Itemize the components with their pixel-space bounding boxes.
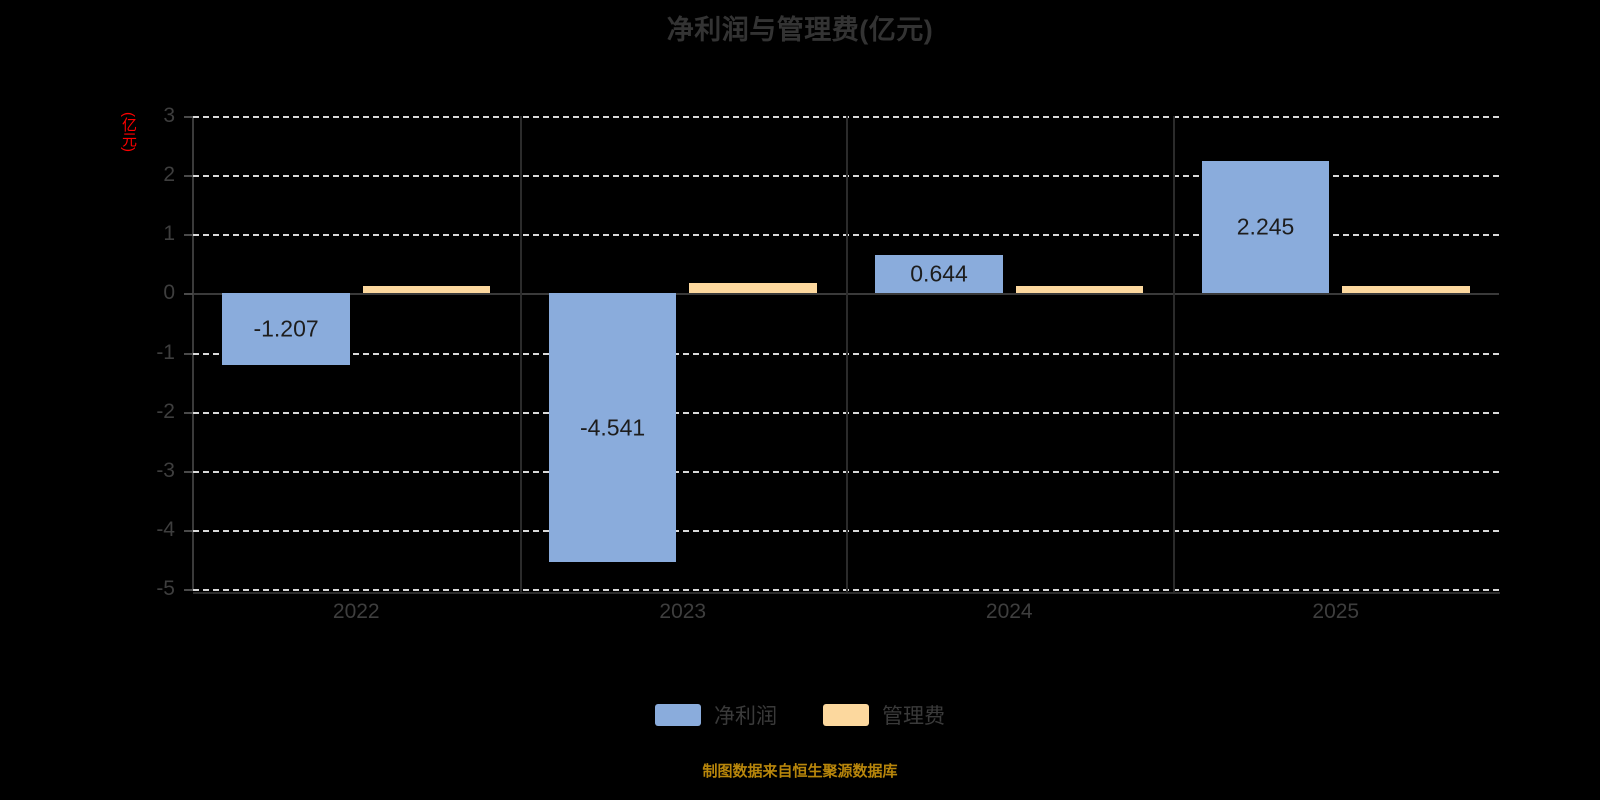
y-axis-tick-label: 1 — [163, 222, 175, 246]
bar-value-label: 2.245 — [1236, 213, 1295, 240]
category-separator — [846, 116, 848, 592]
y-axis-tick-label: -3 — [156, 458, 175, 482]
bar-admin-expense-2023[interactable] — [689, 282, 817, 294]
x-axis-tick-label: 2022 — [332, 600, 380, 623]
chart-legend: 净利润 管理费 — [0, 700, 1600, 730]
y-axis-tick — [184, 293, 193, 296]
chart-source-note: 制图数据来自恒生聚源数据库 — [702, 763, 898, 780]
x-axis-tick-label: 2023 — [659, 600, 707, 623]
y-axis-tick-label: -4 — [156, 517, 175, 541]
legend-label: 净利润 — [714, 705, 777, 728]
bar-net-profit-2023[interactable] — [548, 293, 677, 562]
y-axis-unit-label: (亿元) — [120, 112, 137, 152]
bar-admin-expense-2025[interactable] — [1342, 286, 1470, 294]
bar-net-profit-2025[interactable] — [1201, 160, 1330, 294]
legend-item[interactable]: 净利润 — [655, 700, 777, 730]
x-axis-line — [193, 592, 1500, 594]
bar-net-profit-2024[interactable] — [875, 255, 1003, 294]
legend-label: 管理费 — [882, 705, 945, 728]
y-axis-tick-label: 0 — [163, 281, 175, 305]
bar-admin-expense-2024[interactable] — [1015, 286, 1144, 294]
y-axis-tick — [184, 529, 193, 532]
legend-swatch-icon — [823, 704, 869, 726]
bar-net-profit-2022[interactable] — [222, 293, 350, 365]
bar-value-label: 0.644 — [910, 260, 968, 287]
y-axis-tick — [184, 411, 193, 414]
category-separator — [519, 116, 522, 592]
bar-value-label: -4.541 — [579, 414, 646, 441]
y-axis-tick — [184, 352, 193, 355]
category-separator — [1172, 116, 1175, 592]
y-axis-tick — [184, 589, 193, 591]
y-axis-tick-label: -5 — [156, 577, 175, 600]
bar-admin-expense-2022[interactable] — [362, 285, 491, 294]
bar-value-label: -1.207 — [253, 315, 319, 342]
y-axis-tick — [184, 234, 193, 237]
x-axis-tick-label: 2025 — [1312, 600, 1360, 623]
y-axis-tick-label: -2 — [156, 399, 175, 423]
y-axis-tick-label: 2 — [163, 163, 175, 187]
y-axis-tick-label: -1 — [156, 340, 175, 364]
y-axis-tick-label: 3 — [163, 104, 175, 127]
y-axis-tick — [184, 470, 193, 473]
chart-title: 净利润与管理费(亿元) — [666, 15, 934, 45]
y-axis-tick — [184, 116, 193, 118]
x-axis-tick-label: 2024 — [985, 600, 1033, 623]
y-axis-tick — [184, 175, 193, 178]
legend-swatch-icon — [655, 704, 701, 726]
legend-item[interactable]: 管理费 — [823, 700, 945, 730]
